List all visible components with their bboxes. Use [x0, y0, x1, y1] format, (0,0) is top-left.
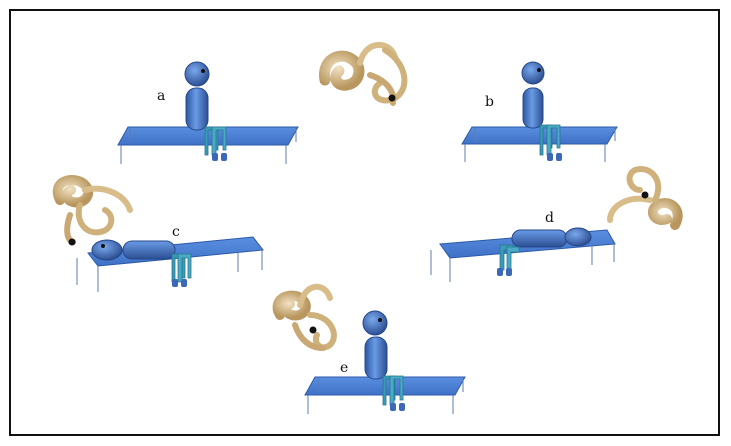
- exam-table: [461, 126, 618, 162]
- patient-figure: [521, 61, 562, 161]
- inner-ear-d: [607, 166, 683, 230]
- label-c: c: [172, 224, 180, 240]
- label-d: d: [545, 210, 554, 226]
- patient-figure: [91, 239, 192, 287]
- position-e: [304, 310, 466, 414]
- patient-figure: [497, 227, 592, 276]
- position-d: [430, 227, 616, 282]
- inner-ear-e: [272, 283, 337, 351]
- patient-figure: [362, 310, 405, 411]
- label-b: b: [485, 94, 494, 110]
- label-a: a: [157, 88, 166, 104]
- position-a: [117, 61, 299, 164]
- label-e: e: [340, 360, 349, 376]
- position-b: [461, 61, 618, 162]
- patient-figure: [184, 61, 227, 161]
- position-c: [76, 236, 264, 292]
- inner-ear-c: [52, 175, 133, 246]
- inner-ear-a: [319, 41, 408, 106]
